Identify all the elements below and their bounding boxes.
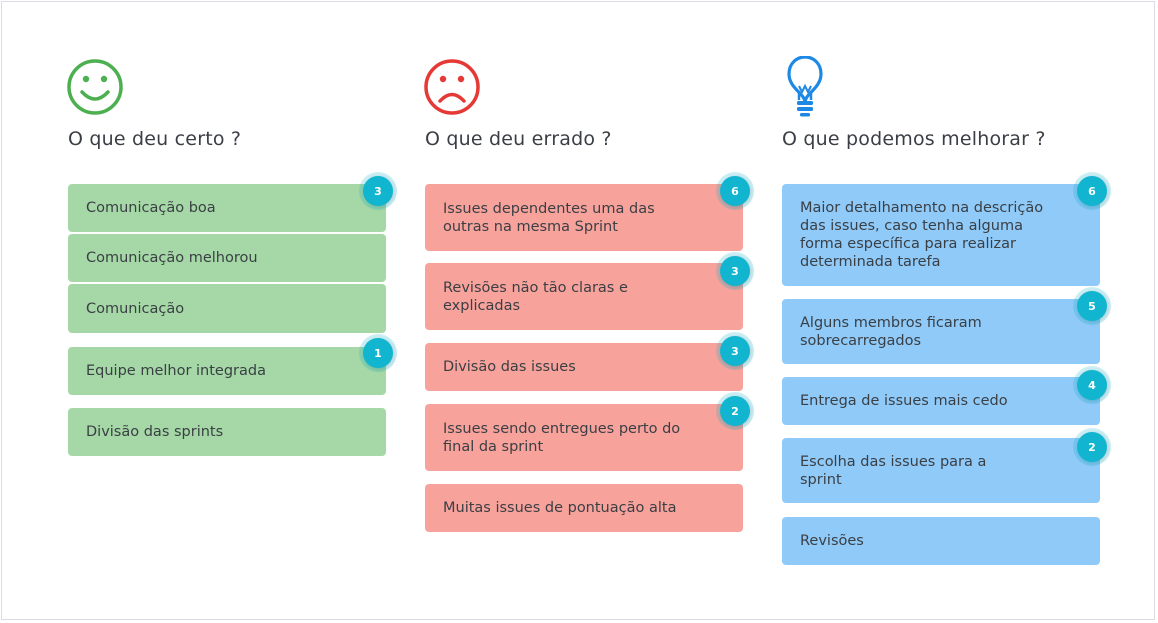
- card-text: Revisões não tão claras e explicadas: [443, 279, 628, 314]
- card[interactable]: Maior detalhamento na descrição das issu…: [782, 184, 1100, 286]
- card-text: Muitas issues de pontuação alta: [443, 500, 677, 516]
- card[interactable]: Comunicação: [68, 284, 386, 333]
- card-text: Divisão das sprints: [86, 424, 224, 440]
- column-title: O que podemos melhorar ?: [782, 128, 1046, 150]
- card-text: Divisão das issues: [443, 359, 576, 375]
- vote-badge[interactable]: 6: [720, 176, 750, 206]
- card[interactable]: Comunicação boa: [68, 184, 386, 232]
- card-text: Alguns membros ficaram sobrecarregados: [800, 314, 982, 349]
- vote-badge[interactable]: 3: [363, 176, 393, 206]
- column-went-well: O que deu certo ? Comunicação boa 3 Comu…: [67, 56, 393, 456]
- card[interactable]: Revisões não tão claras e explicadas: [425, 263, 743, 330]
- card[interactable]: Divisão das issues: [425, 343, 743, 391]
- column-title: O que deu certo ?: [68, 128, 242, 150]
- card-text: Entrega de issues mais cedo: [800, 393, 1008, 409]
- vote-badge[interactable]: 4: [1077, 370, 1107, 400]
- smile-icon: [67, 59, 123, 115]
- card[interactable]: Entrega de issues mais cedo: [782, 377, 1100, 425]
- vote-badge[interactable]: 5: [1077, 291, 1107, 321]
- vote-badge[interactable]: 2: [720, 396, 750, 426]
- vote-badge[interactable]: 3: [720, 336, 750, 366]
- vote-badge[interactable]: 2: [1077, 432, 1107, 462]
- card-text: Escolha das issues para a sprint: [800, 453, 987, 488]
- column-went-wrong: O que deu errado ? Issues dependentes um…: [424, 56, 750, 532]
- card[interactable]: Comunicação melhorou: [68, 234, 386, 282]
- card-text: Comunicação: [86, 300, 185, 317]
- vote-badge[interactable]: 6: [1077, 176, 1107, 206]
- frown-icon: [424, 59, 480, 115]
- column-to-improve: O que podemos melhorar ? Maior detalhame…: [782, 56, 1107, 565]
- card-text: Issues dependentes uma das outras na mes…: [443, 200, 655, 235]
- card-text: Revisões: [800, 533, 864, 549]
- card[interactable]: Issues sendo entregues perto do final da…: [425, 404, 743, 471]
- card-text: Maior detalhamento na descrição das issu…: [800, 200, 1044, 270]
- card-text: Equipe melhor integrada: [86, 363, 266, 379]
- card[interactable]: Revisões: [782, 517, 1100, 565]
- card-text: Issues sendo entregues perto do final da…: [443, 420, 681, 455]
- card[interactable]: Issues dependentes uma das outras na mes…: [425, 184, 743, 251]
- card[interactable]: Equipe melhor integrada: [68, 347, 386, 395]
- lightbulb-icon: [787, 56, 823, 117]
- card-text: Comunicação melhorou: [86, 250, 258, 266]
- vote-badge[interactable]: 3: [720, 256, 750, 286]
- vote-badge[interactable]: 1: [363, 338, 393, 368]
- card-text: Comunicação boa: [86, 200, 216, 216]
- card[interactable]: Divisão das sprints: [68, 408, 386, 456]
- card[interactable]: Escolha das issues para a sprint: [782, 438, 1100, 503]
- card[interactable]: Muitas issues de pontuação alta: [425, 484, 743, 532]
- card[interactable]: Alguns membros ficaram sobrecarregados: [782, 299, 1100, 364]
- column-title: O que deu errado ?: [425, 128, 612, 150]
